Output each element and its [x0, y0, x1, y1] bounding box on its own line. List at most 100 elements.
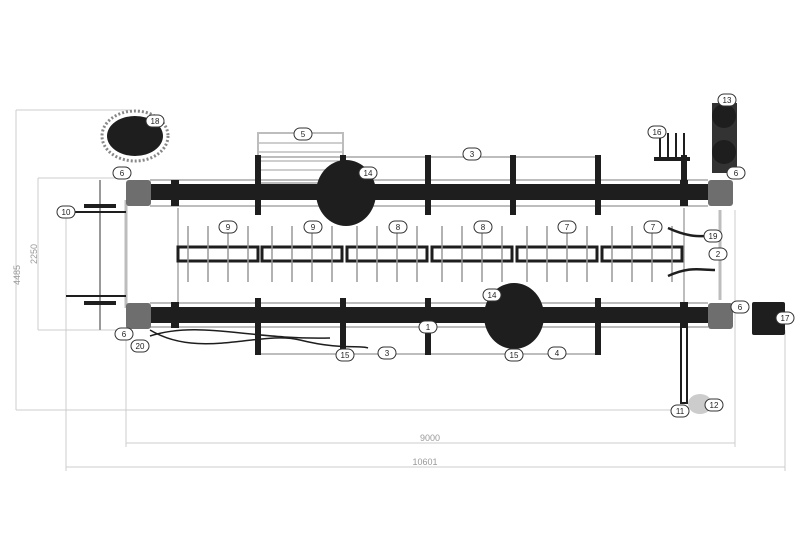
callout-badge — [293, 127, 313, 141]
callout-badge — [473, 220, 493, 234]
post — [680, 180, 688, 206]
middle-bar — [260, 245, 344, 263]
callout-4: 4 — [547, 346, 567, 360]
callout-badge — [56, 205, 76, 219]
dimension-lines — [15, 109, 786, 471]
callout-1: 1 — [418, 320, 438, 334]
callout-label: 3 — [470, 150, 475, 159]
callout-badge — [114, 327, 134, 341]
callout-badge — [647, 125, 667, 139]
post — [681, 155, 687, 185]
dim-overall-length: 10601 — [412, 457, 437, 467]
callout-label: 14 — [364, 169, 373, 178]
cable-20 — [149, 329, 369, 349]
dim-overall-height: 4485 — [12, 265, 22, 285]
callout-badge — [670, 404, 690, 418]
post — [595, 155, 601, 215]
callout-7: 7 — [643, 220, 663, 234]
post — [171, 180, 179, 206]
box-17 — [752, 302, 785, 335]
callout-label: 14 — [488, 291, 497, 300]
plate — [84, 301, 116, 305]
callout-badge — [704, 398, 724, 412]
callout-6: 6 — [726, 166, 746, 180]
callout-15: 15 — [504, 348, 524, 362]
callout-label: 2 — [716, 250, 721, 259]
middle-bar — [176, 245, 260, 263]
callout-badge — [504, 348, 524, 362]
callout-5: 5 — [293, 127, 313, 141]
callout-11: 11 — [670, 404, 690, 418]
callout-label: 3 — [385, 349, 390, 358]
callout-badge — [130, 339, 150, 353]
post — [680, 302, 688, 328]
callout-label: 15 — [510, 351, 519, 360]
post — [255, 155, 261, 215]
callout-badge — [717, 93, 737, 107]
cable-19 — [667, 268, 716, 278]
callout-label: 12 — [710, 401, 719, 410]
rack-16 — [654, 157, 690, 161]
callout-badge — [775, 311, 795, 325]
callout-18: 18 — [145, 114, 165, 128]
callout-16: 16 — [647, 125, 667, 139]
callout-label: 9 — [311, 223, 316, 232]
dim-inner-height: 2250 — [29, 244, 39, 264]
callout-12: 12 — [704, 398, 724, 412]
callout-15: 15 — [335, 348, 355, 362]
callout-badge — [303, 220, 323, 234]
callout-label: 20 — [136, 342, 145, 351]
callout-label: 17 — [781, 314, 790, 323]
callout-label: 15 — [341, 351, 350, 360]
middle-bar — [345, 245, 429, 263]
callout-label: 5 — [301, 130, 306, 139]
callout-label: 18 — [151, 117, 160, 126]
callout-17: 17 — [775, 311, 795, 325]
callout-label: 8 — [396, 223, 401, 232]
callout-label: 13 — [723, 96, 732, 105]
callout-label: 8 — [481, 223, 486, 232]
callout-3: 3 — [462, 147, 482, 161]
callout-9: 9 — [303, 220, 323, 234]
post — [425, 155, 431, 215]
callout-6: 6 — [114, 327, 134, 341]
callout-badge — [708, 247, 728, 261]
callout-8: 8 — [388, 220, 408, 234]
plate — [84, 204, 116, 208]
callout-badge — [643, 220, 663, 234]
callout-10: 10 — [56, 205, 76, 219]
callout-label: 6 — [122, 330, 127, 339]
callout-badge — [218, 220, 238, 234]
middle-bar — [515, 245, 599, 263]
callout-label: 4 — [555, 349, 560, 358]
post — [340, 298, 346, 355]
callout-20: 20 — [130, 339, 150, 353]
rail-11 — [680, 322, 688, 404]
callout-label: 19 — [709, 232, 718, 241]
corner-block — [708, 180, 733, 206]
bag — [712, 104, 736, 128]
callout-badge — [462, 147, 482, 161]
middle-bar — [600, 245, 684, 263]
callout-badge — [557, 220, 577, 234]
bag — [712, 140, 736, 164]
corner-block — [126, 180, 151, 206]
callout-6: 6 — [730, 300, 750, 314]
callout-label: 7 — [565, 223, 570, 232]
callout-label: 6 — [738, 303, 743, 312]
callout-badge — [730, 300, 750, 314]
callout-14: 14 — [482, 288, 502, 302]
callout-badge — [703, 229, 723, 243]
callout-badge — [547, 346, 567, 360]
callout-label: 7 — [651, 223, 656, 232]
callout-19: 19 — [703, 229, 723, 243]
callout-badge — [358, 166, 378, 180]
callout-label: 6 — [734, 169, 739, 178]
callout-14: 14 — [358, 166, 378, 180]
callout-9: 9 — [218, 220, 238, 234]
corner-block — [126, 303, 151, 329]
callout-3: 3 — [377, 346, 397, 360]
